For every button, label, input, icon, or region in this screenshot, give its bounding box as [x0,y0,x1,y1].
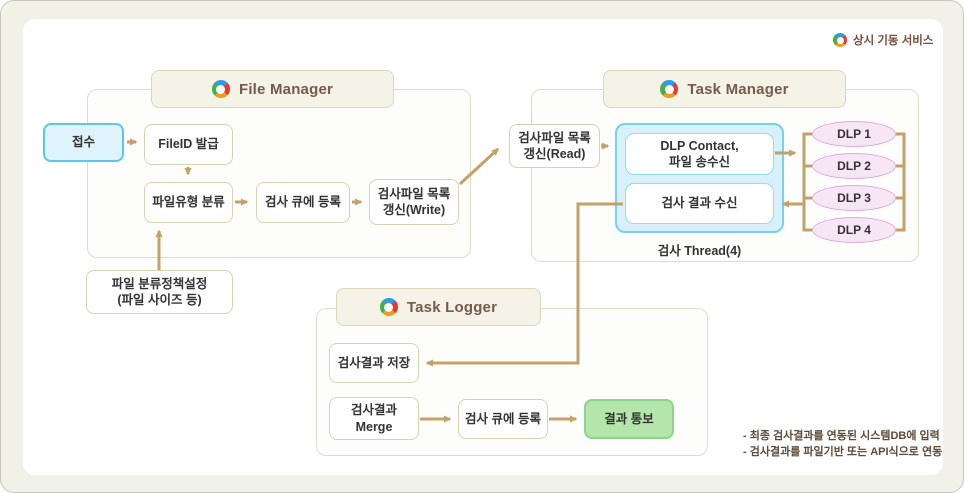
node-dlp-2: DLP 2 [812,153,896,179]
integration-notes: - 최종 검사결과를 연동된 시스템DB에 입력 - 검사결과를 파일기반 또는… [743,430,943,458]
node-scan-file-list-read: 검사파일 목록 갱신(Read) [509,124,600,168]
node-scan-file-list-write: 검사파일 목록 갱신(Write) [369,179,459,225]
header-task-logger-label: Task Logger [406,298,498,316]
node-reception: 접수 [43,123,124,162]
node-scan-result-receive: 검사 결과 수신 [625,183,774,224]
header-file-manager-label: File Manager [238,80,334,98]
node-scan-queue-register-tl: 검사 큐에 등록 [458,399,548,439]
thread-count-label: 검사 Thread(4) [657,244,742,258]
ring-logo-icon [379,298,398,316]
node-fileid-issue: FileID 발급 [144,124,233,165]
node-dlp-3: DLP 3 [812,185,896,211]
always-on-service-label: 상시 기동 서비스 [853,35,934,47]
node-dlp-4: DLP 4 [812,217,896,243]
ring-logo-icon [833,33,847,47]
header-file-manager: File Manager [151,70,394,108]
ring-logo-icon [211,80,230,98]
group-file-manager [87,89,471,258]
node-dlp-contact: DLP Contact, 파일 송수신 [625,133,774,175]
node-file-policy: 파일 분류정책설정 (파일 사이즈 등) [86,270,233,314]
node-dlp-1: DLP 1 [812,121,896,147]
always-on-service-badge: 상시 기동 서비스 [833,32,933,48]
node-scan-result-merge: 검사결과 Merge [329,397,419,440]
header-task-manager-label: Task Manager [687,80,789,98]
node-file-type-classify: 파일유형 분류 [144,182,233,223]
header-task-logger: Task Logger [336,288,541,326]
ring-logo-icon [660,80,679,98]
node-scan-result-save: 검사결과 저장 [329,343,419,383]
node-scan-queue-register-fm: 검사 큐에 등록 [256,182,350,223]
node-result-notify: 결과 통보 [584,399,674,439]
header-task-manager: Task Manager [603,70,846,108]
